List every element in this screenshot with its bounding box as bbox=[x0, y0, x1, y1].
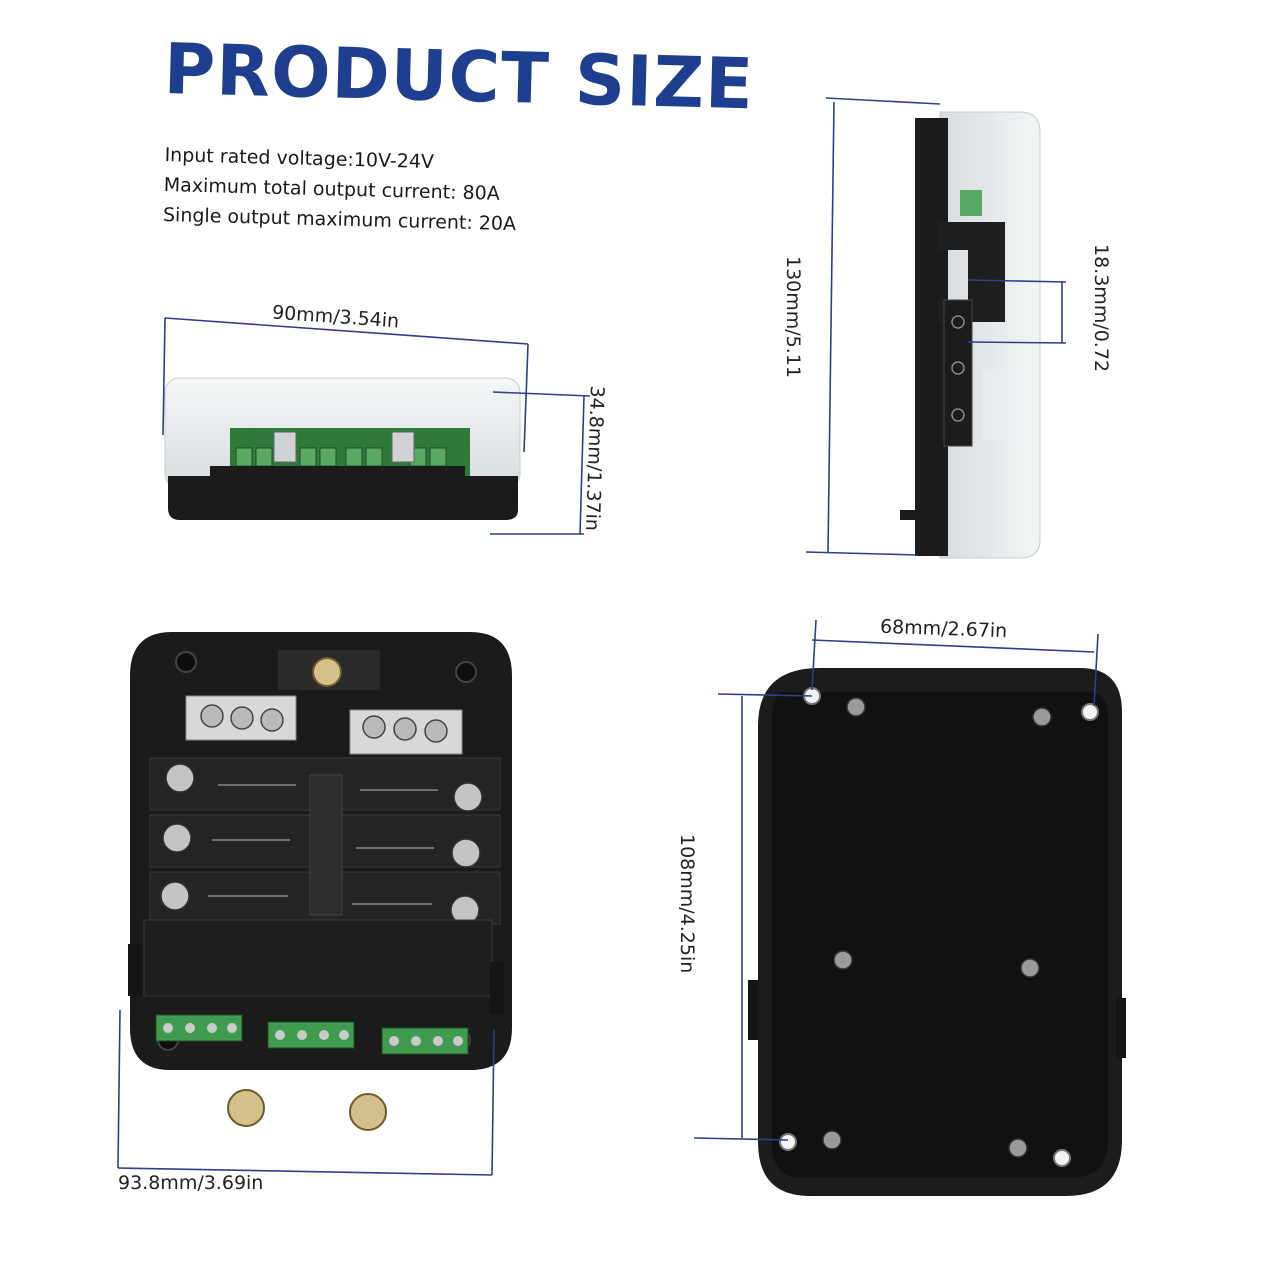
back-view bbox=[748, 668, 1126, 1196]
dim-line-side-width bbox=[162, 317, 529, 453]
dim-line-front-width bbox=[117, 1009, 495, 1176]
dim-line-side-height bbox=[490, 391, 591, 535]
front-view bbox=[128, 632, 512, 1131]
dim-line-back-width bbox=[811, 619, 1099, 707]
dim-line-back-height bbox=[693, 693, 813, 1141]
dim-line-end-terminal bbox=[967, 279, 1067, 344]
label-end-terminal: 18.3mm/0.72 bbox=[1090, 244, 1112, 373]
label-back-height: 108mm/4.25in bbox=[676, 834, 698, 974]
label-front-width: 93.8mm/3.69in bbox=[118, 1172, 264, 1194]
dim-line-end-height bbox=[805, 97, 941, 556]
label-end-height: 130mm/5.11 bbox=[782, 256, 804, 378]
side-view bbox=[164, 377, 521, 520]
end-view bbox=[900, 111, 1041, 559]
label-back-width: 68mm/2.67in bbox=[879, 615, 1008, 643]
